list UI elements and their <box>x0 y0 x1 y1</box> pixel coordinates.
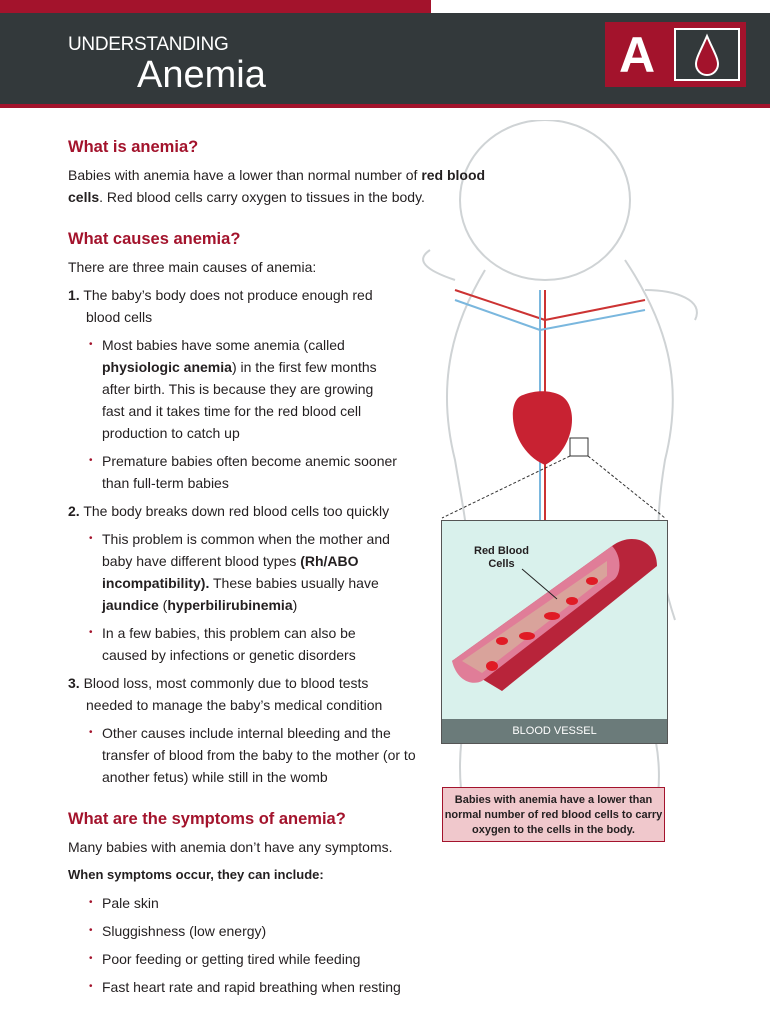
text: ) <box>292 597 298 613</box>
main-content: What is anemia? Babies with anemia have … <box>68 136 508 998</box>
bold-term: hyperbilirubinemia <box>167 597 293 613</box>
logo: A <box>605 22 746 87</box>
bold-term: red blood cells <box>68 167 486 205</box>
bold-term: (Rh/ABO incompatibility). <box>102 553 359 591</box>
text: The baby’s body does not produce enough … <box>79 287 373 325</box>
text: This problem is common when the mother a… <box>102 531 390 569</box>
cause-1-bullet-1: Most babies have some anemia (called phy… <box>68 334 392 444</box>
text: Most babies have some anemia (called <box>102 337 345 353</box>
text: The body breaks down red blood cells too… <box>79 503 390 519</box>
vessel-label: BLOOD VESSEL <box>442 719 667 743</box>
text: ) in the first few months after birth. T… <box>102 359 377 441</box>
cause-2-bullet-1: This problem is common when the mother a… <box>68 528 392 616</box>
top-accent-bar <box>0 0 431 13</box>
symptoms-intro: Many babies with anemia don’t have any s… <box>68 839 393 855</box>
text: . Red blood cells carry oxygen to tissue… <box>99 189 425 205</box>
num: 2. <box>68 503 80 519</box>
symptom-item: Pale skin <box>68 892 508 914</box>
definition-paragraph: Babies with anemia have a lower than nor… <box>68 164 508 208</box>
num: 1. <box>68 287 80 303</box>
symptom-item: Fast heart rate and rapid breathing when… <box>68 976 508 998</box>
text: ( <box>158 597 168 613</box>
cause-2: 2. The body breaks down red blood cells … <box>68 500 508 522</box>
causes-intro: There are three main causes of anemia: <box>68 259 317 275</box>
cause-3: 3. Blood loss, most commonly due to bloo… <box>68 672 406 716</box>
label-line: Red Blood <box>474 545 529 557</box>
label-line: Cells <box>488 558 515 570</box>
header-rule <box>0 104 770 108</box>
cause-2-bullet-2: In a few babies, this problem can also b… <box>68 622 392 666</box>
cause-3-bullet-1: Other causes include internal bleeding a… <box>68 722 422 788</box>
cause-1: 1. The baby’s body does not produce enou… <box>68 284 386 328</box>
num: 3. <box>68 675 80 691</box>
blood-drop-icon <box>674 28 740 81</box>
bold-term: physiologic anemia <box>102 359 232 375</box>
symptoms-lead: When symptoms occur, they can include: <box>68 867 324 882</box>
page-title: Anemia <box>137 54 266 96</box>
figure-caption: Babies with anemia have a lower than nor… <box>442 787 665 842</box>
text: Blood loss, most commonly due to blood t… <box>79 675 383 713</box>
text: Babies with anemia have a lower than nor… <box>68 167 422 183</box>
text: These babies usually have <box>209 575 379 591</box>
heading-symptoms: What are the symptoms of anemia? <box>68 810 346 828</box>
heading-causes: What causes anemia? <box>68 230 241 248</box>
baby-circulation-illustration <box>422 120 698 841</box>
bold-term: jaundice <box>102 597 159 613</box>
header-kicker: UNDERSTANDING <box>68 34 229 55</box>
symptom-item: Poor feeding or getting tired while feed… <box>68 948 508 970</box>
cause-1-bullet-2: Premature babies often become anemic soo… <box>68 450 422 494</box>
heading-what-is: What is anemia? <box>68 138 199 156</box>
logo-letter: A <box>619 27 656 83</box>
symptom-item: Sluggishness (low energy) <box>68 920 508 942</box>
blood-vessel-illustration <box>452 538 657 691</box>
